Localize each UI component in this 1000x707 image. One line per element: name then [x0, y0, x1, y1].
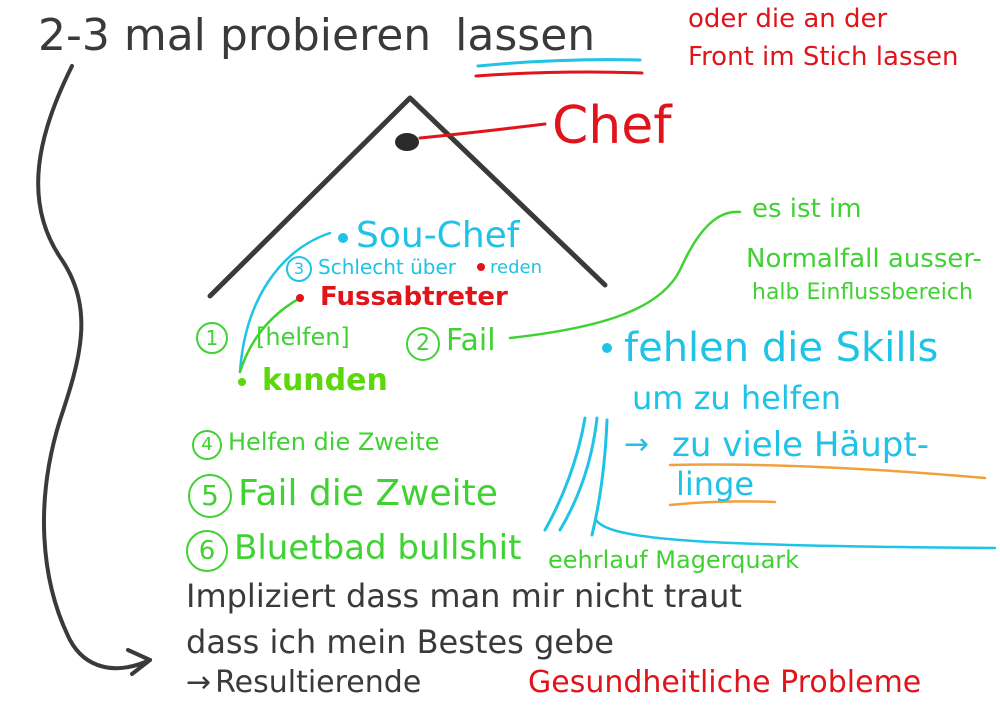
sou-chef-arc [238, 231, 332, 374]
step4-badge: 4 [192, 430, 222, 460]
note-top-right-line2: Front im Stich lassen [688, 42, 959, 72]
bottom-line3: →Resultierende [186, 668, 421, 698]
kunden-label: kunden [262, 363, 388, 398]
step5-text: Fail die Zweite [238, 473, 498, 514]
cyan-bracket-2 [558, 416, 599, 532]
step4-text: Helfen die Zweite [228, 428, 440, 456]
title: 2-3 mal probieren lassen [38, 14, 595, 58]
orange-underline-2 [668, 500, 777, 507]
fussabtreter-label: Fussabtreter [320, 282, 508, 312]
title-emphasis: lassen [455, 10, 596, 61]
left-flow-arrowhead [126, 648, 152, 676]
skills-line2: um zu helfen [632, 379, 841, 417]
skills-line4: linge [676, 465, 755, 503]
schlecht-dot [477, 263, 485, 271]
title-underline-cyan [476, 58, 642, 68]
leerlauf-label: eehrlauf Magerquark [548, 546, 800, 574]
orange-underline-1 [668, 463, 987, 480]
step5-badge: 5 [188, 474, 232, 518]
sou-chef-dot [338, 233, 348, 243]
reden-label: reden [490, 257, 542, 278]
fail-curve [508, 210, 742, 340]
kunden-green-arc [238, 296, 302, 374]
fussabtreter-dot [296, 294, 304, 302]
skills-dot [602, 343, 612, 353]
kunden-dot [238, 378, 246, 386]
step3-badge: 3 [286, 256, 312, 282]
sou-chef-label: Sou-Chef [356, 215, 520, 256]
bottom-line1: Impliziert dass man mir nicht traut [186, 577, 742, 615]
step2-text: Fail [446, 323, 496, 358]
cyan-bracket-3 [590, 418, 609, 537]
title-prefix: 2-3 mal probieren [38, 10, 432, 61]
chef-pointer-line [418, 122, 547, 140]
schlecht-ueber-text: Schlecht über [318, 255, 456, 279]
step6-badge: 6 [186, 530, 228, 572]
skills-line1: fehlen die Skills [624, 325, 939, 371]
step1: 1 [helfen] [196, 322, 350, 354]
bottom-arrow: → [186, 665, 212, 700]
skills-arrow: → [624, 427, 650, 462]
bottom-line2: dass ich mein Bestes gebe [186, 623, 614, 661]
left-flow-curve [36, 64, 152, 671]
note-top-right-line1: oder die an der [688, 4, 888, 34]
skills-line3: zu viele Häupt- [672, 425, 929, 465]
problems-label: Gesundheitliche Probleme [528, 665, 922, 700]
chef-dot [395, 133, 419, 151]
cyan-bottom-line [594, 518, 997, 550]
outside-line3: halb Einflussbereich [752, 280, 973, 305]
step1-text: [helfen] [256, 323, 350, 351]
bottom-line3-text: Resultierende [215, 665, 422, 700]
outside-line1: es ist im [752, 194, 862, 224]
cyan-bracket-1 [543, 416, 587, 532]
title-underline-red [474, 70, 644, 78]
step1-badge: 1 [196, 322, 228, 354]
step2-badge: 2 [406, 327, 440, 361]
chef-label: Chef [552, 96, 672, 156]
outside-line2: Normalfall ausser- [746, 244, 982, 274]
pyramid-roof [207, 95, 608, 299]
step6-text: Bluetbad bullshit [234, 528, 522, 568]
